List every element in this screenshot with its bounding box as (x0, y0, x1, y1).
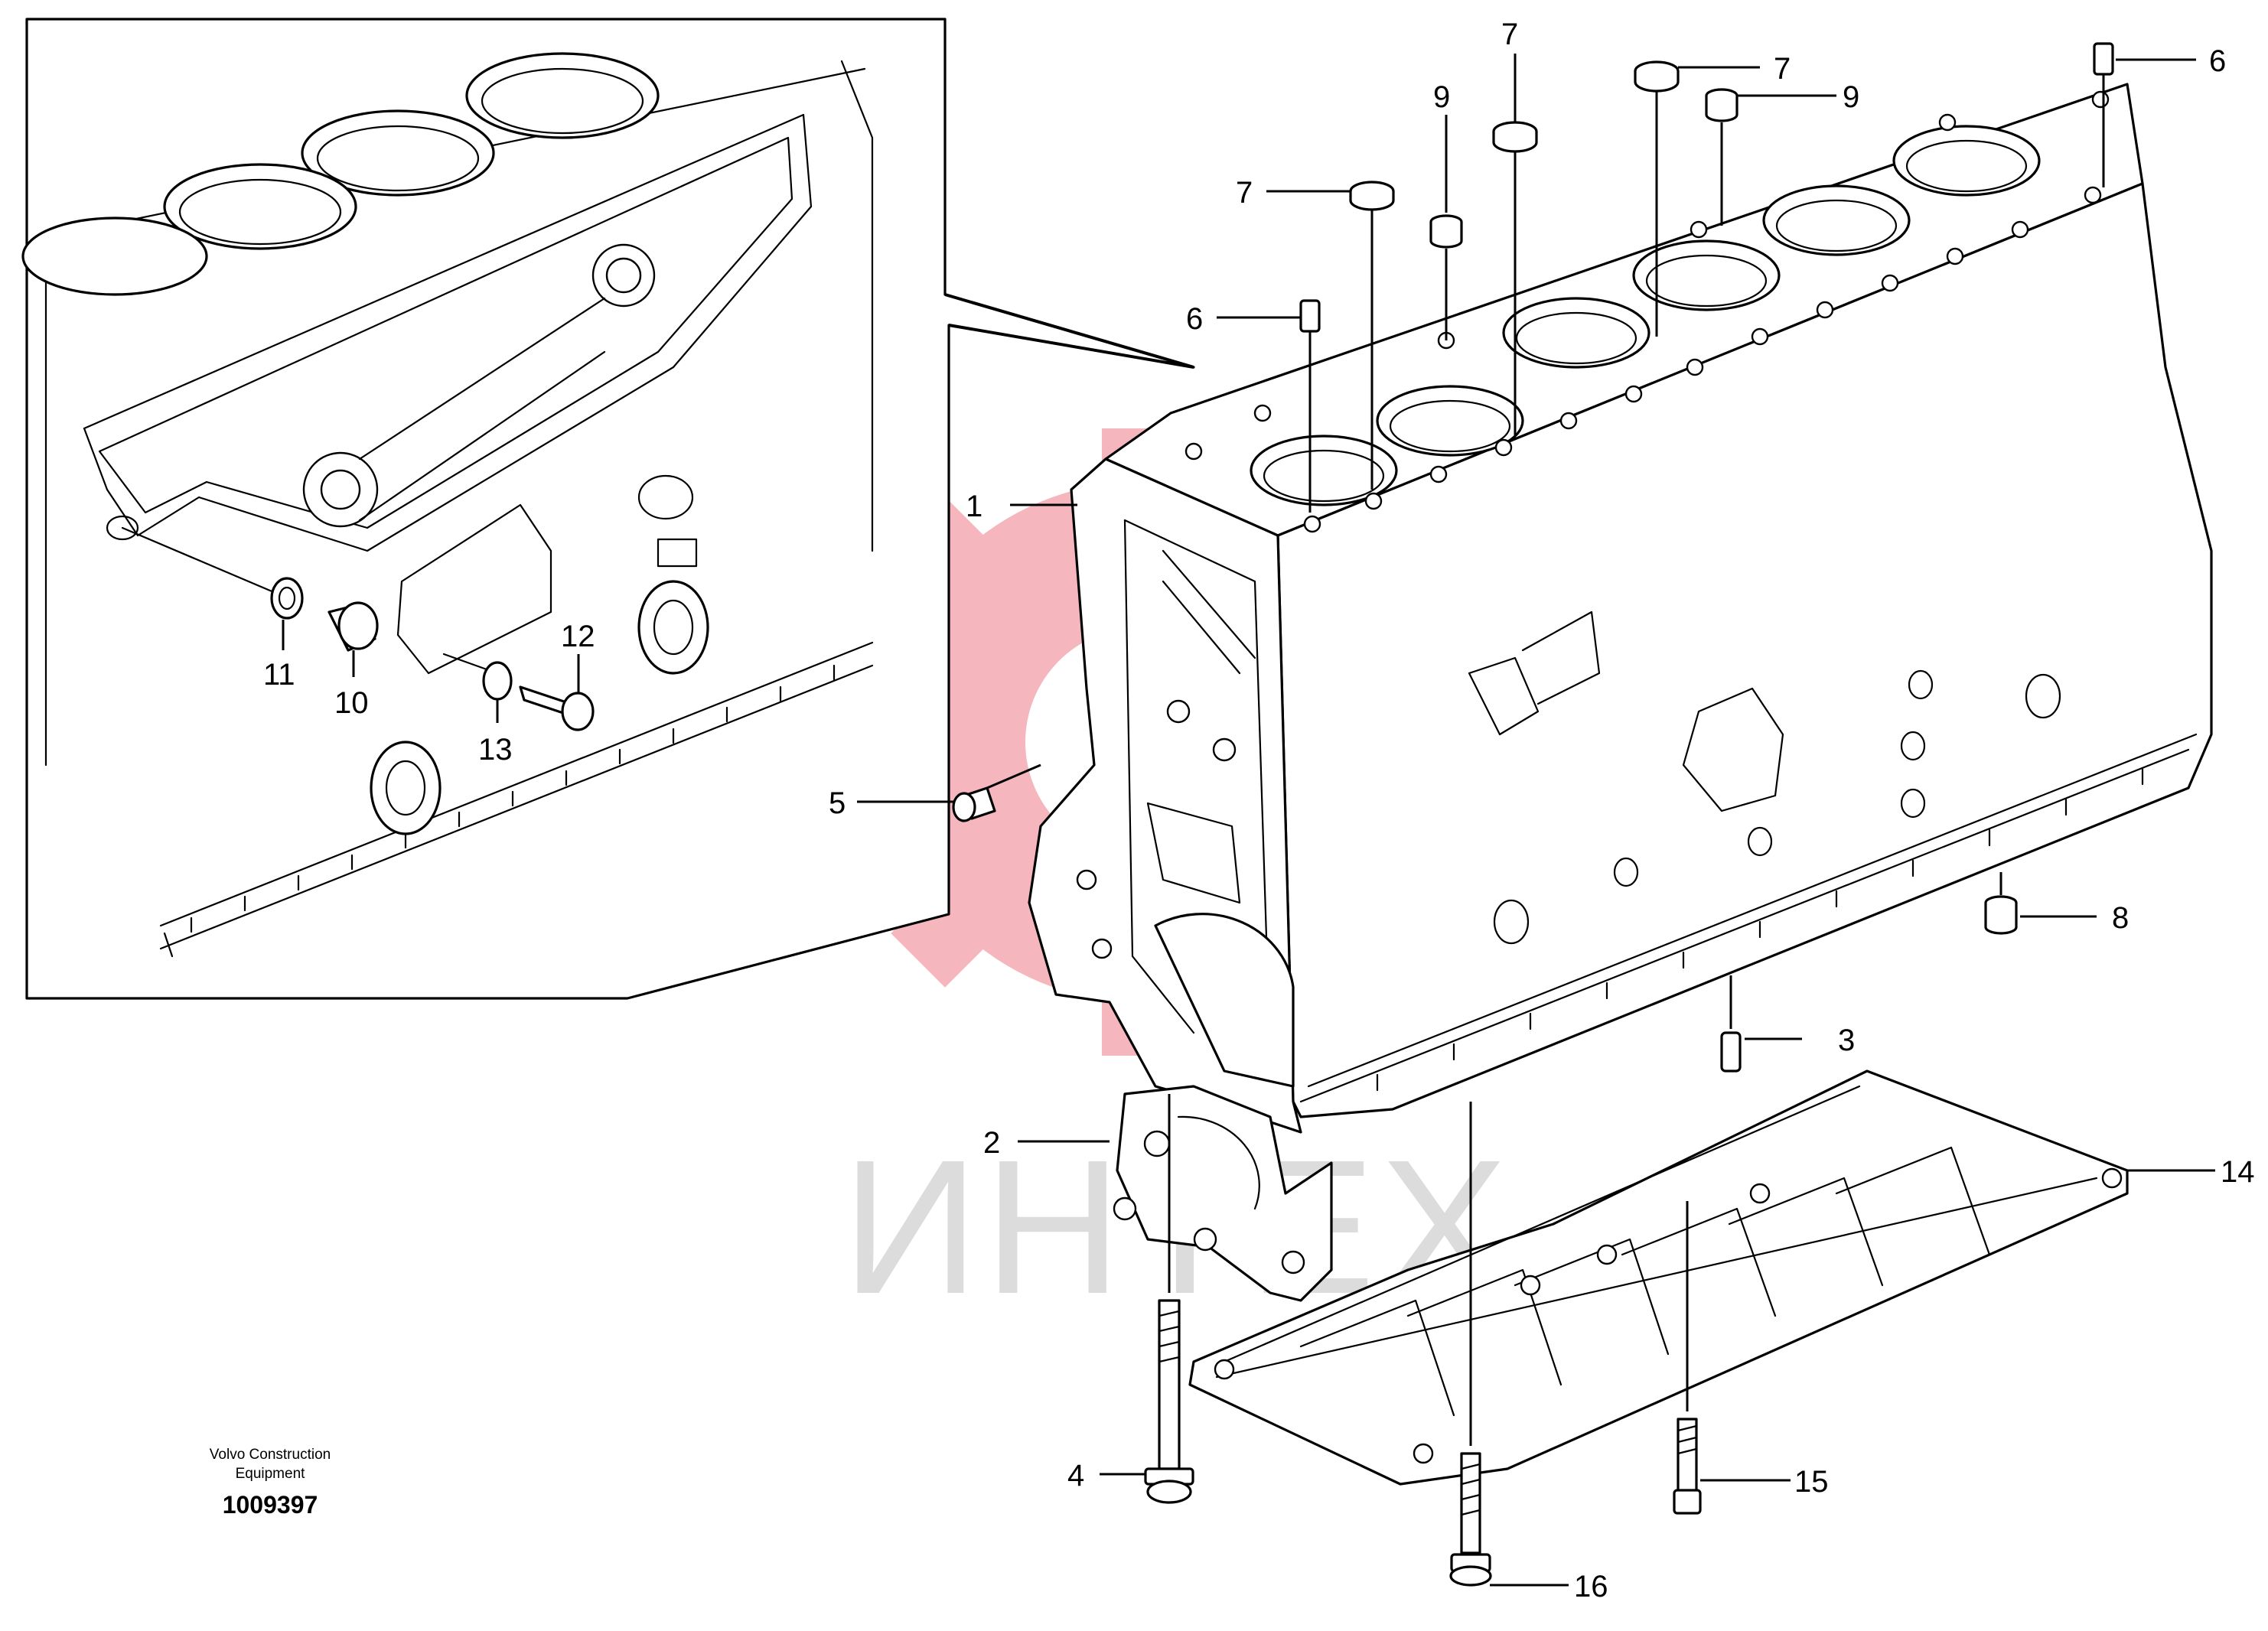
callout-4: 4 (1067, 1459, 1084, 1493)
head-bolt-holes (1185, 90, 2110, 533)
callout-2: 2 (983, 1126, 1000, 1160)
callout-1: 1 (966, 490, 982, 523)
sleeve-part-5 (952, 763, 1041, 822)
callout-11: 11 (263, 658, 295, 692)
callout-15: 15 (1794, 1465, 1829, 1499)
threaded-plug-9a (1429, 214, 1463, 340)
callout-5: 5 (829, 786, 846, 820)
callout-10: 10 (334, 686, 369, 720)
bedplate-bolt-15 (1673, 1201, 1702, 1515)
threaded-plug-9b (1705, 88, 1738, 226)
callout-6a: 6 (1186, 302, 1203, 336)
bedplate-webs (1299, 1146, 1991, 1417)
callout-8: 8 (2112, 901, 2129, 935)
threaded-plug-8 (1984, 872, 2018, 935)
callout-6b: 6 (2209, 44, 2226, 78)
callout-16: 16 (1574, 1570, 1608, 1603)
publisher-caption: Volvo Construction Equipment 1009397 (210, 1447, 331, 1519)
main-bearing-cap (1113, 1085, 1333, 1302)
caption-company-2: Equipment (236, 1466, 306, 1482)
seal-ring-7a (1349, 181, 1395, 490)
bedplate-bolt-16 (1449, 1102, 1492, 1587)
callout-numbers: 1 2 3 4 5 6 6 7 7 7 8 9 9 14 15 16 (829, 18, 2255, 1603)
cylinder-block (1028, 83, 2213, 1134)
callout-9b: 9 (1843, 80, 1859, 114)
dowel-pin-3 (1720, 975, 1742, 1073)
dowel-pin-6b (2093, 42, 2114, 187)
seal-ring-7c (1634, 60, 1680, 337)
callout-leaders (857, 54, 2215, 1587)
callout-14: 14 (2221, 1155, 2255, 1189)
callout-13: 13 (478, 733, 513, 767)
dowel-pin-6a (1299, 299, 1321, 513)
inset-detail-view: 11 10 12 13 (21, 18, 1195, 1000)
callout-12: 12 (561, 620, 595, 653)
main-bearing-bolt-4 (1144, 1094, 1194, 1504)
callout-9a: 9 (1433, 80, 1450, 114)
callout-3: 3 (1838, 1024, 1855, 1057)
callout-7a: 7 (1236, 176, 1253, 210)
caption-company: Volvo Construction (210, 1447, 331, 1463)
bedplate-ladder-frame (1188, 1069, 2129, 1486)
callout-7b: 7 (1501, 18, 1518, 51)
cylinder-bores (1250, 125, 2041, 506)
caption-number: 1009397 (223, 1491, 318, 1519)
callout-7c: 7 (1774, 52, 1791, 86)
